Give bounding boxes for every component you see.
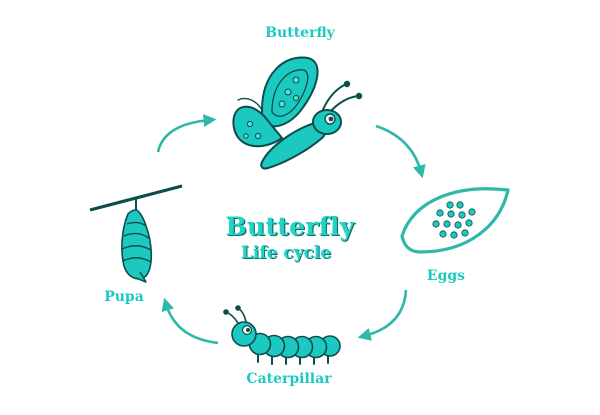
butterfly-icon bbox=[232, 56, 363, 170]
arrow-eggs-to-caterpillar bbox=[357, 289, 408, 341]
arrow-pupa-to-butterfly bbox=[156, 114, 217, 153]
diagram-subtitle: Life cycle bbox=[240, 243, 332, 263]
cycle-arrows bbox=[156, 114, 426, 345]
pupa-icon bbox=[89, 184, 183, 283]
arrow-butterfly-to-eggs bbox=[375, 124, 426, 179]
stage-label-eggs: Eggs bbox=[426, 268, 466, 284]
caterpillar-icon bbox=[223, 305, 341, 365]
stage-label-caterpillar: Caterpillar bbox=[246, 371, 332, 387]
arrow-caterpillar-to-pupa bbox=[161, 297, 219, 345]
eggs-on-leaf-icon bbox=[400, 187, 510, 254]
diagram-title: Butterfly bbox=[225, 212, 355, 241]
stage-label-pupa: Pupa bbox=[104, 289, 144, 305]
stage-label-butterfly: Butterfly bbox=[265, 25, 335, 41]
